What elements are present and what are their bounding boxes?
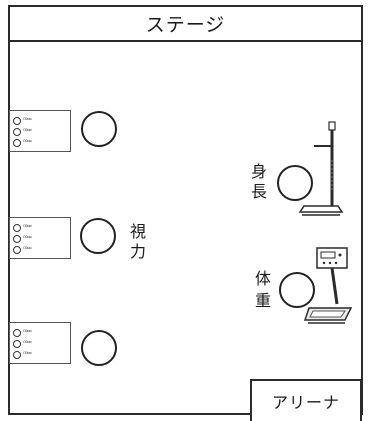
- stage-area: ステージ: [8, 5, 363, 42]
- arena-area: アリーナ: [250, 379, 362, 421]
- height-label-1: 身: [250, 162, 267, 181]
- vision-label-1: 視: [129, 222, 146, 241]
- vision-position-3: [81, 330, 117, 366]
- stadiometer-icon: [298, 121, 344, 216]
- eye-chart-3: ᴼ⁰ᵒᵒ ᴼ⁰ᵒᵒ ᴼ⁰ᵒᵒ: [9, 322, 71, 364]
- arena-label: アリーナ: [271, 393, 340, 412]
- stage-label: ステージ: [145, 14, 226, 36]
- vision-position-1: [81, 111, 117, 147]
- eye-chart-2: ᴼ⁰ᵒᵒ ᴼ⁰ᵒᵒ ᴼ⁰ᵒᵒ: [9, 217, 71, 259]
- vision-label-2: 力: [129, 242, 146, 261]
- height-label-2: 長: [250, 182, 267, 201]
- weighing-scale-icon: [303, 247, 353, 324]
- height-position: [277, 165, 313, 201]
- vision-position-2: [80, 218, 116, 254]
- eye-chart-1: ᴼ⁰ᵒᵒ ᴼ⁰ᵒᵒ ᴼ⁰ᵒᵒ: [9, 110, 71, 152]
- weight-label-1: 体: [254, 269, 271, 288]
- weight-label-2: 重: [254, 291, 271, 310]
- weight-position: [279, 272, 315, 308]
